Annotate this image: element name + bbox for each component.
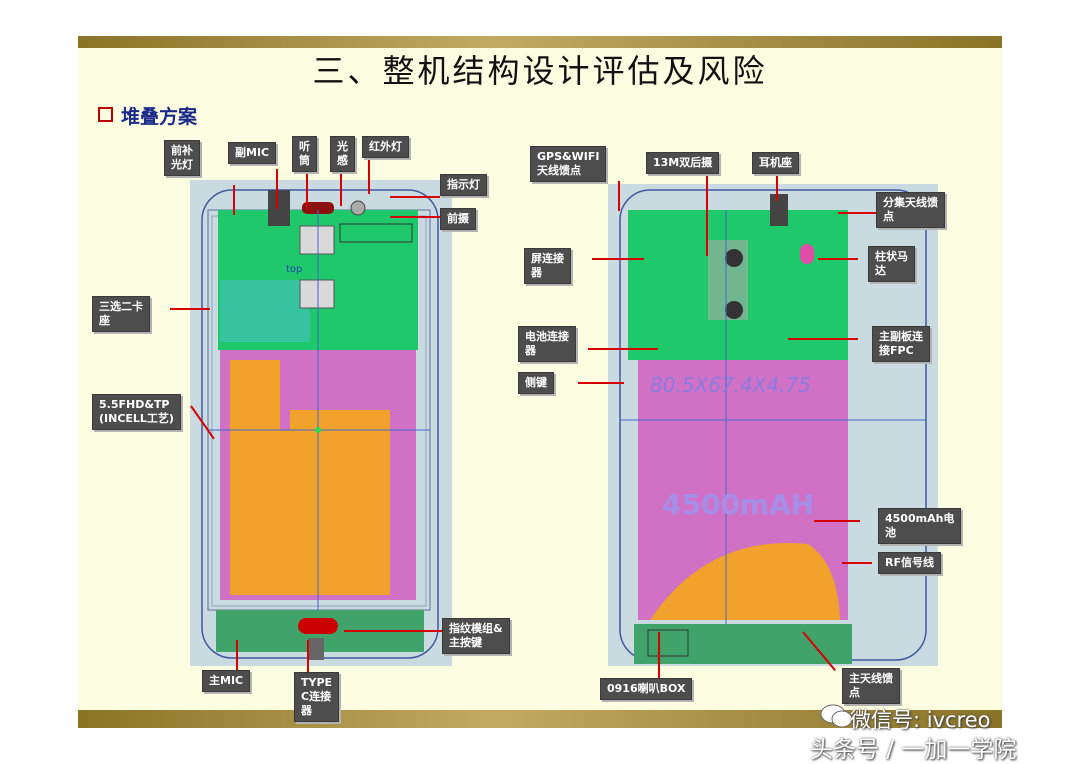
front-view-diagram: top bbox=[190, 180, 452, 666]
label-fingerprint: 指纹模组& 主按键 bbox=[442, 618, 510, 654]
label-battery-conn: 电池连接 器 bbox=[518, 326, 576, 362]
top-gold-bar bbox=[78, 36, 1002, 48]
earphone-part bbox=[770, 194, 788, 226]
label-battery: 4500mAh电 池 bbox=[878, 508, 962, 544]
svg-text:top: top bbox=[286, 264, 302, 275]
section-heading-text: 堆叠方案 bbox=[121, 106, 198, 128]
label-motor: 柱状马 达 bbox=[868, 246, 915, 282]
front-cam-part bbox=[350, 200, 366, 216]
watermark-toutiao: 头条号 / 一加一学院 bbox=[810, 737, 1017, 763]
label-div-antenna: 分集天线馈 点 bbox=[876, 192, 945, 228]
label-gps-wifi: GPS&WIFI 天线馈点 bbox=[530, 146, 607, 182]
label-light-sensor: 光 感 bbox=[330, 136, 355, 172]
page-title: 三、整机结构设计评估及风险 bbox=[312, 52, 768, 90]
label-rf-line: RF信号线 bbox=[878, 552, 941, 574]
sub-board-back bbox=[634, 624, 852, 664]
sub-mic-part bbox=[268, 190, 290, 226]
watermark-wechat: 微信号: ivcreo bbox=[850, 708, 991, 732]
label-indicator: 指示灯 bbox=[440, 174, 487, 196]
label-side-key: 侧键 bbox=[518, 372, 554, 394]
wechat-icon bbox=[820, 704, 853, 728]
label-sim-tray: 三选二卡 座 bbox=[92, 296, 150, 332]
label-screen-conn: 屏连接 器 bbox=[524, 248, 571, 284]
label-main-antenna: 主天线馈 点 bbox=[842, 668, 900, 704]
label-receiver: 听 筒 bbox=[292, 136, 317, 172]
label-rear-cam: 13M双后摄 bbox=[646, 152, 720, 174]
slide: 三、整机结构设计评估及风险 堆叠方案 top bbox=[78, 36, 1002, 728]
svg-text:80.5X67.4X4.75: 80.5X67.4X4.75 bbox=[650, 373, 811, 397]
svg-text:4500mAH: 4500mAH bbox=[662, 488, 814, 521]
display-orange-region bbox=[230, 360, 390, 595]
label-display: 5.5FHD&TP (INCELL工艺) bbox=[92, 394, 181, 430]
label-sub-mic: 副MIC bbox=[228, 142, 277, 164]
label-front-cam: 前摄 bbox=[440, 208, 476, 230]
fingerprint-part bbox=[298, 618, 338, 634]
label-front-fill-light: 前补 光灯 bbox=[164, 140, 200, 176]
label-earphone: 耳机座 bbox=[752, 152, 799, 174]
motor-part bbox=[800, 244, 814, 264]
label-typec: TYPE C连接 器 bbox=[294, 672, 340, 722]
section-heading: 堆叠方案 bbox=[98, 102, 197, 129]
receiver-part bbox=[302, 202, 334, 214]
label-speaker-box: 0916喇叭BOX bbox=[600, 678, 693, 700]
back-view-diagram: 80.5X67.4X4.75 4500mAH bbox=[608, 184, 938, 666]
label-main-sub-fpc: 主副板连 接FPC bbox=[872, 326, 930, 362]
label-main-mic: 主MIC bbox=[202, 670, 251, 692]
label-ir-light: 红外灯 bbox=[362, 136, 409, 158]
checkbox-bullet-icon bbox=[98, 107, 113, 122]
